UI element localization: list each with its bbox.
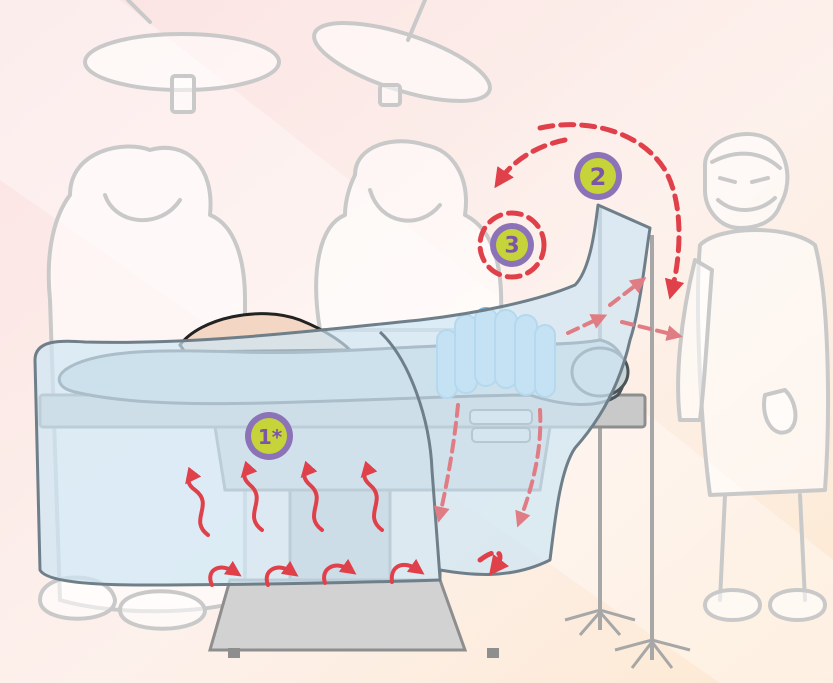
marker-2-label: 2	[590, 163, 607, 191]
marker-2: 2	[574, 152, 622, 200]
marker-1: 1*	[245, 412, 293, 460]
marker-1-label: 1*	[258, 425, 283, 449]
marker-3-label: 3	[504, 234, 519, 259]
marker-3: 3	[490, 223, 534, 267]
